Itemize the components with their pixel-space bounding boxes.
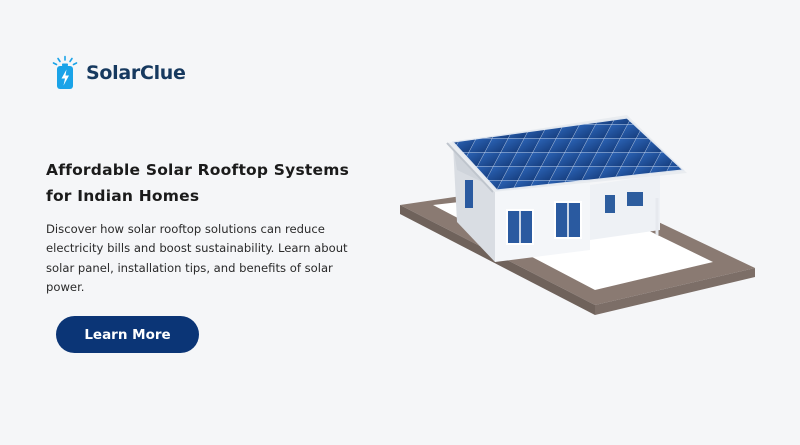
brand-name: SolarClue	[86, 62, 186, 84]
hero-description: Discover how solar rooftop solutions can…	[46, 222, 348, 294]
solar-panel-roof	[451, 117, 685, 191]
battery-bolt-icon	[52, 55, 78, 89]
house-with-solar-panels-illustration	[400, 115, 755, 315]
learn-more-button[interactable]: Learn More	[56, 316, 199, 353]
headline-line-2: for Indian Homes	[46, 187, 200, 205]
brand-logo[interactable]: SolarClue	[50, 55, 186, 91]
headline-line-1: Affordable Solar Rooftop Systems	[46, 161, 349, 179]
hero-headline: Affordable Solar Rooftop Systems for Ind…	[46, 157, 366, 209]
